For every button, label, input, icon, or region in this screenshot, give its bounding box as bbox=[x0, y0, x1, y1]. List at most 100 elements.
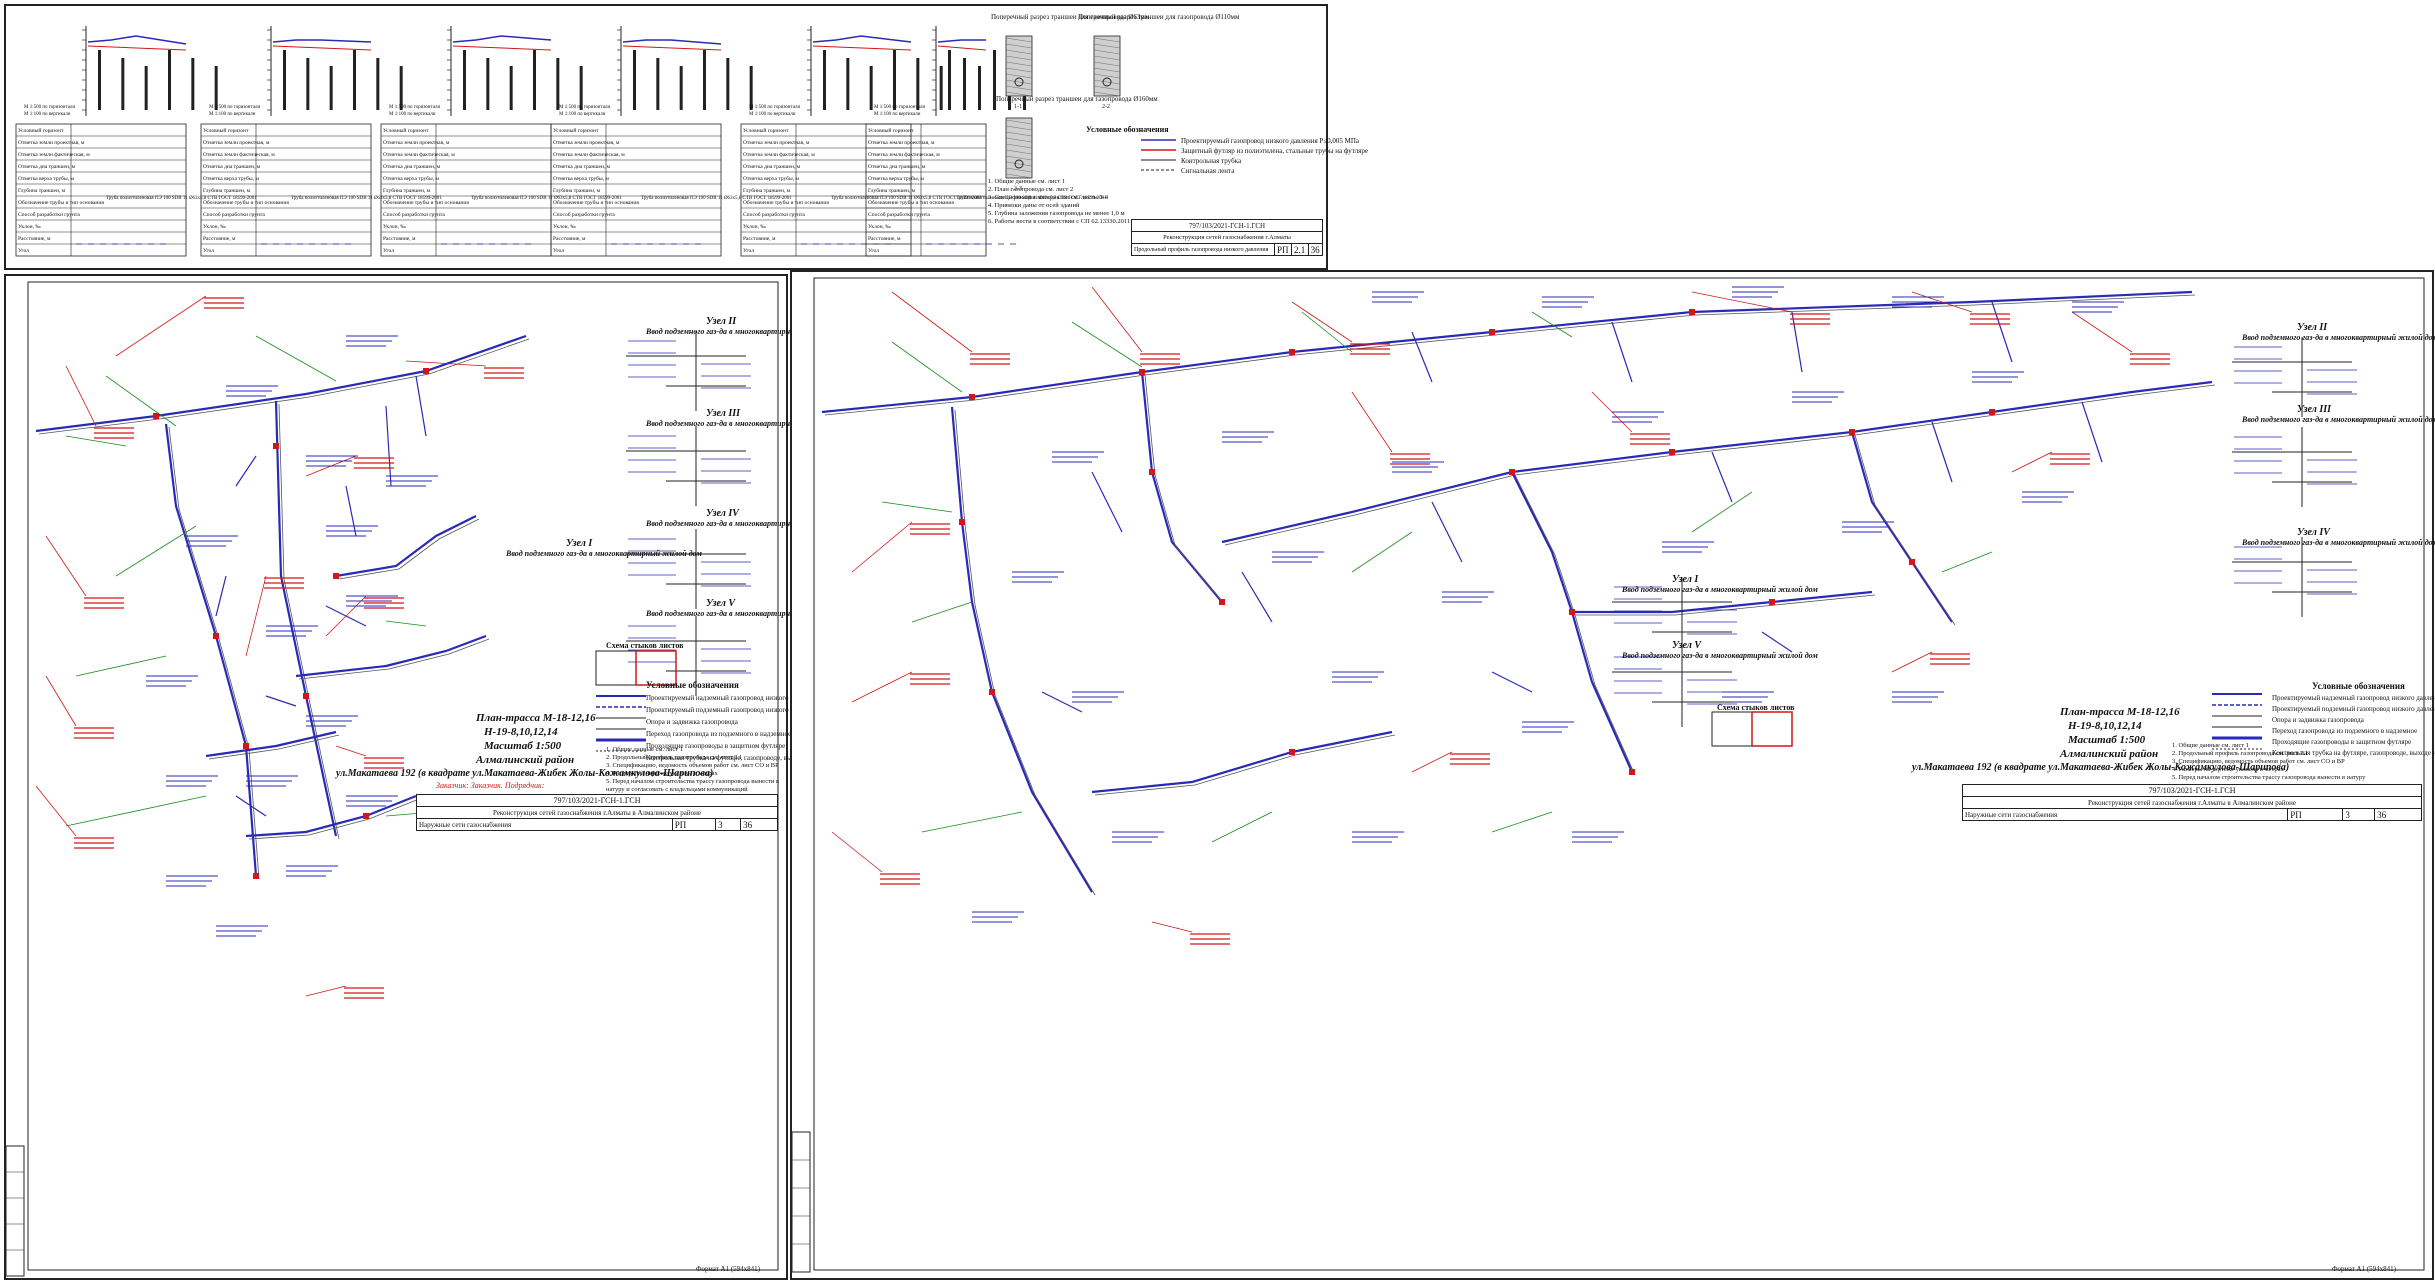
right-sheet: 3 bbox=[2342, 808, 2376, 821]
trench-hatch bbox=[1005, 161, 1033, 167]
profile-riser bbox=[726, 58, 730, 110]
profile-row-label: Глубина траншеи, м bbox=[868, 187, 916, 194]
gas-branch bbox=[1491, 671, 1533, 693]
profile-row-label: Угол bbox=[203, 248, 214, 254]
profile-row-label: Отметка верха трубы, м bbox=[743, 175, 799, 182]
profile-table bbox=[200, 123, 372, 257]
inner-frame bbox=[27, 281, 779, 1271]
valve-marker bbox=[1849, 429, 1855, 435]
profile-pipe-note: Труба полиэтиленовая ПЭ 100 SDR 11 Ø63х5… bbox=[106, 196, 257, 201]
profile-row-label: Отметка дна траншеи, м bbox=[868, 164, 926, 170]
valve-marker bbox=[253, 873, 259, 879]
trench-hatch bbox=[1005, 149, 1033, 155]
valve-marker bbox=[243, 743, 249, 749]
right-sheets: 36 bbox=[2374, 808, 2422, 821]
pipeline-offset bbox=[338, 518, 480, 580]
left-node-2-sub: Ввод подземного газ-да в многоквартирный… bbox=[646, 327, 842, 336]
red-leader bbox=[831, 831, 883, 873]
red-leader bbox=[325, 595, 367, 637]
left-legend-5: Проходящие газопроводы в защитном футляр… bbox=[646, 742, 786, 750]
right-node-1-sub: Ввод подземного газ-да в многоквартирный… bbox=[1622, 585, 1818, 594]
right-plan-drawing bbox=[792, 277, 2425, 1273]
profile-row-label: Расстояние, м bbox=[18, 236, 51, 242]
trench-hatch bbox=[1005, 155, 1033, 161]
trench-hatch bbox=[1005, 85, 1033, 91]
gas-branch bbox=[415, 375, 427, 437]
right-node-3: Узел III bbox=[2297, 404, 2332, 415]
profile-riser bbox=[329, 66, 333, 110]
profile-row-label: Способ разработки грунта bbox=[743, 211, 805, 218]
green-leader bbox=[881, 501, 953, 513]
gas-branch bbox=[1791, 311, 1803, 373]
left-legend-title: Условные обозначения bbox=[646, 680, 739, 690]
pipeline-offset bbox=[1094, 734, 1396, 796]
left-legend-6: Контрольная трубка на футляре, газопрово… bbox=[646, 754, 885, 762]
valve-marker bbox=[1569, 609, 1575, 615]
profile-row-label: Глубина траншеи, м bbox=[743, 187, 791, 194]
plan-note: 4. Размеры на чертеже указаны в метрах bbox=[2172, 766, 2284, 773]
red-leader bbox=[2011, 451, 2053, 473]
plan-note: 2. Продольный профиль газопровода см. ли… bbox=[2172, 750, 2309, 757]
section-label: 3-3 bbox=[1014, 186, 1022, 192]
gas-branch bbox=[1761, 631, 1793, 653]
pipeline-offset bbox=[954, 409, 1096, 896]
profile-row-label: Обозначение трубы и тип основания bbox=[383, 199, 469, 206]
profile-table bbox=[15, 123, 187, 257]
gas-branch bbox=[1411, 331, 1433, 383]
pipeline-offset bbox=[1144, 374, 1226, 606]
gas-pipeline bbox=[1850, 431, 1953, 623]
red-leader bbox=[335, 745, 367, 757]
profile-riser bbox=[749, 66, 753, 110]
left-format: Формат А1 (594х841) bbox=[696, 1265, 761, 1273]
trench-hatch bbox=[1093, 91, 1121, 97]
trench-hatch bbox=[1005, 119, 1033, 125]
trench-pipe bbox=[1014, 77, 1024, 87]
valve-marker bbox=[1219, 599, 1225, 605]
right-plan-sheet: Узел II Ввод подземного газ-да в многокв… bbox=[790, 270, 2435, 1280]
plan-note: 2. Продольный профиль газопровода см. ли… bbox=[606, 754, 743, 761]
valve-marker bbox=[969, 394, 975, 400]
green-leader bbox=[1691, 491, 1753, 533]
profile-row-label: Обозначение трубы и тип основания bbox=[868, 199, 954, 206]
top-note: 6. Работы вести в соответствии с СП 62.1… bbox=[988, 218, 1131, 225]
left-plan-sub: Заказчик: Заказчик. Подрядчик: bbox=[436, 781, 545, 790]
valve-marker bbox=[1909, 559, 1915, 565]
red-leader bbox=[851, 671, 913, 703]
left-node-5: Узел V bbox=[706, 598, 736, 609]
profile-row-label: Отметка верха трубы, м bbox=[203, 175, 259, 182]
profile-row-label: Отметка верха трубы, м bbox=[383, 175, 439, 182]
valve-marker bbox=[303, 693, 309, 699]
profile-row-label: Способ разработки грунта bbox=[553, 211, 615, 218]
trench-hatch bbox=[1093, 43, 1121, 49]
profile-row-label: Отметка земли фактическая, м bbox=[553, 151, 625, 158]
profile-riser bbox=[556, 58, 560, 110]
pipeline-offset bbox=[824, 294, 2196, 416]
right-plan-title-1: План-трасса М-18-12,16 bbox=[2060, 706, 2180, 718]
section-title-2: Поперечный разрез траншеи для газопровод… bbox=[1078, 13, 1240, 21]
valve-marker bbox=[1289, 749, 1295, 755]
top-note: 2. План газопровода см. лист 2 bbox=[988, 186, 1074, 193]
profile-scale-v: М 1:100 по вертикали bbox=[559, 112, 606, 117]
right-legend-2: Проектируемый подземный газопровод низко… bbox=[2272, 705, 2435, 713]
pipeline-offset bbox=[38, 338, 530, 435]
trench-section bbox=[1005, 35, 1033, 97]
profile-row-label: Угол bbox=[868, 248, 879, 254]
gas-pipeline bbox=[335, 515, 477, 578]
profile-row-label: Отметка дна траншеи, м bbox=[203, 164, 261, 170]
gas-pipeline bbox=[1140, 371, 1223, 603]
profile-riser bbox=[579, 66, 583, 110]
right-plan-title-2: Н-19-8,10,12,14 bbox=[2068, 720, 2142, 732]
profile-row-label: Отметка земли фактическая, м bbox=[743, 151, 815, 158]
valve-marker bbox=[213, 633, 219, 639]
right-code: 797/103/2021-ГСН-1.ГСН bbox=[1962, 784, 2422, 797]
top-note: 5. Глубина заложения газопровода не мене… bbox=[988, 210, 1125, 217]
profile-row-label: Расстояние, м bbox=[553, 236, 586, 242]
left-plan-district: Алмалинский район bbox=[476, 754, 575, 766]
red-leader bbox=[1091, 286, 1143, 353]
trench-hatch bbox=[1005, 49, 1033, 55]
profile-riser bbox=[633, 50, 636, 110]
profile-row-label: Отметка верха трубы, м bbox=[868, 175, 924, 182]
profile-ground bbox=[452, 45, 552, 51]
